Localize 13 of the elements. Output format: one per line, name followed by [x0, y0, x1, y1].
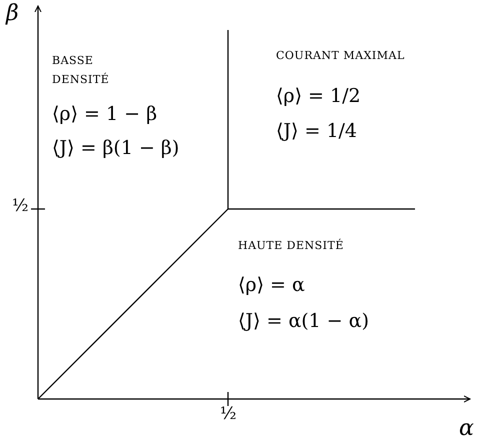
formula: ⟨ρ⟩ = α — [238, 275, 305, 296]
axis-label: α — [459, 417, 474, 442]
tick-label: ½ — [220, 405, 236, 424]
formula: ⟨J⟩ = 1/4 — [276, 121, 358, 142]
formula: ⟨ρ⟩ = 1/2 — [276, 86, 361, 107]
formula: ⟨J⟩ = β(1 − β) — [52, 138, 180, 159]
region-title: COURANT MAXIMAL — [276, 50, 405, 62]
region-title: HAUTE DENSITÉ — [238, 240, 344, 252]
formula: ⟨ρ⟩ = 1 − β — [52, 104, 158, 125]
region-title: BASSE DENSITÉ — [52, 53, 110, 88]
tick-label: ½ — [12, 197, 28, 216]
axis-label: β — [6, 2, 19, 26]
formula: ⟨J⟩ = α(1 − α) — [238, 311, 370, 332]
